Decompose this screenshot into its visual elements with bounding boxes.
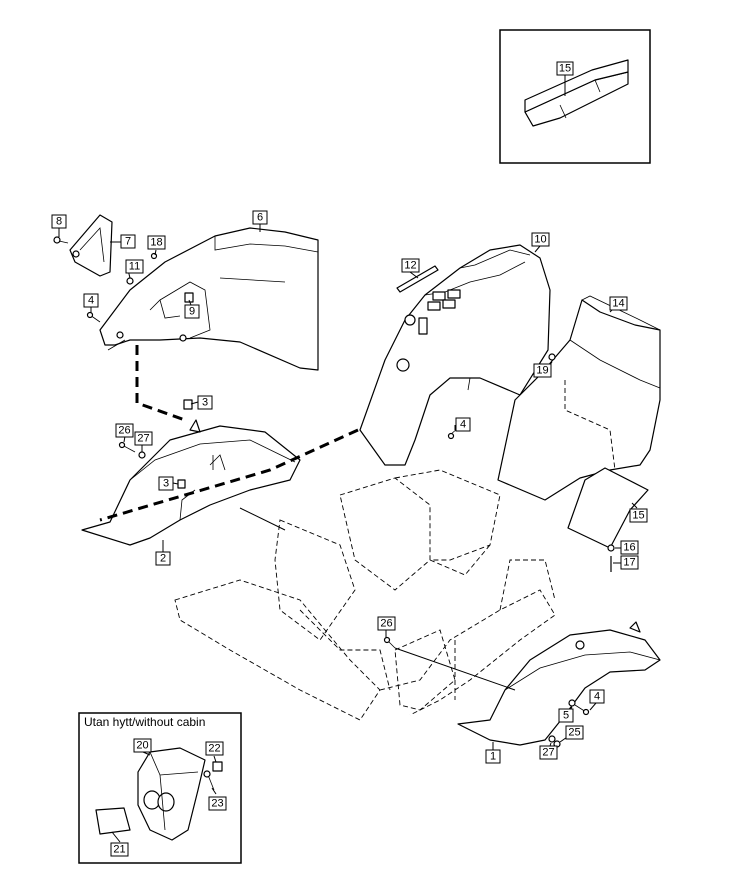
part-27-washer-b — [548, 735, 556, 743]
callout-26-lower: 26 — [377, 616, 396, 631]
callout-17: 17 — [620, 555, 639, 570]
part-27-washer-a — [138, 451, 146, 459]
svg-text:26: 26 — [118, 425, 130, 437]
callout-22: 22 — [205, 741, 224, 756]
callout-3-lower: 3 — [158, 476, 174, 491]
svg-text:27: 27 — [542, 747, 554, 759]
svg-text:9: 9 — [189, 306, 195, 318]
callout-6: 6 — [252, 210, 268, 225]
svg-text:3: 3 — [202, 397, 208, 409]
svg-text:16: 16 — [623, 542, 635, 554]
part-3-clip-a — [183, 399, 193, 410]
part-14-rear-fender-right — [497, 295, 661, 501]
svg-text:27: 27 — [137, 433, 149, 445]
svg-text:10: 10 — [534, 234, 546, 246]
callout-25: 25 — [565, 725, 584, 740]
inset-frame-without-cabin — [78, 712, 242, 864]
part-12-strip — [396, 265, 439, 293]
callout-4-lower-right: 4 — [589, 689, 605, 704]
svg-text:22: 22 — [208, 743, 220, 755]
svg-text:11: 11 — [129, 261, 140, 273]
callout-20: 20 — [133, 738, 152, 753]
callout-23: 23 — [208, 796, 227, 811]
part-15-flap — [567, 467, 649, 549]
callout-2: 2 — [155, 551, 171, 566]
part-8-bolt — [53, 236, 69, 244]
callout-1: 1 — [485, 749, 501, 764]
part-19-nut — [548, 353, 556, 361]
part-6-upper-fender — [99, 227, 319, 371]
callout-27-left: 27 — [134, 431, 153, 446]
part-1-front-fender — [457, 621, 661, 746]
part-10-console — [359, 244, 551, 466]
callout-8: 8 — [51, 214, 67, 229]
part-18-nut — [150, 252, 158, 260]
svg-text:2: 2 — [160, 553, 166, 565]
callout-4-upper-left: 4 — [83, 293, 99, 308]
callout-9: 9 — [184, 304, 200, 319]
svg-text:7: 7 — [125, 236, 131, 248]
svg-text:12: 12 — [404, 260, 416, 272]
callout-18: 18 — [147, 235, 166, 250]
callout-16: 16 — [620, 540, 639, 555]
callout-12: 12 — [401, 258, 420, 273]
svg-text:26: 26 — [380, 618, 392, 630]
svg-text:23: 23 — [211, 798, 223, 810]
part-26-bolt-b — [383, 636, 396, 649]
part-23-screw — [203, 770, 215, 791]
svg-text:15: 15 — [559, 63, 571, 75]
part-5-washer — [568, 699, 576, 707]
part-15-pad-drawing — [524, 59, 629, 127]
part-22-clip — [212, 761, 223, 772]
svg-text:21: 21 — [113, 844, 125, 856]
part-4-screw-c — [574, 704, 590, 716]
svg-text:1: 1 — [490, 751, 496, 763]
svg-text:25: 25 — [568, 727, 580, 739]
part-11-nut — [126, 277, 134, 285]
callout-11: 11 — [125, 259, 144, 274]
svg-text:5: 5 — [563, 710, 569, 722]
part-7-bracket — [69, 214, 113, 277]
callout-21: 21 — [110, 842, 129, 857]
svg-text:17: 17 — [623, 557, 635, 569]
callout-5: 5 — [558, 708, 574, 723]
svg-text:4: 4 — [594, 691, 600, 703]
svg-text:4: 4 — [88, 295, 94, 307]
svg-text:3: 3 — [163, 478, 169, 490]
callout-27-lower: 27 — [539, 745, 558, 760]
svg-text:19: 19 — [536, 365, 548, 377]
part-20-front-panel — [137, 747, 206, 841]
callout-7: 7 — [120, 234, 136, 249]
detail-frame-part-15 — [499, 29, 651, 164]
callout-19: 19 — [533, 363, 552, 378]
svg-text:15: 15 — [632, 510, 644, 522]
callout-15-flap: 15 — [629, 508, 648, 523]
svg-text:8: 8 — [56, 216, 62, 228]
callout-14: 14 — [609, 296, 628, 311]
assembly-line-b — [99, 428, 359, 522]
part-2-rear-fender-left — [81, 419, 301, 546]
inset-title: Utan hytt/without cabin — [84, 715, 205, 729]
part-9-clip — [184, 292, 194, 303]
chassis-frame — [174, 469, 556, 721]
callout-26-left: 26 — [115, 423, 134, 438]
svg-text:14: 14 — [612, 298, 624, 310]
svg-text:18: 18 — [150, 237, 162, 249]
part-16-washer — [607, 544, 615, 552]
callout-3-upper: 3 — [197, 395, 213, 410]
callout-15-detail: 15 — [556, 61, 574, 76]
callout-4-console: 4 — [455, 417, 471, 432]
svg-text:6: 6 — [257, 212, 263, 224]
svg-text:20: 20 — [136, 740, 148, 752]
callout-10: 10 — [531, 232, 550, 247]
svg-text:4: 4 — [460, 419, 466, 431]
part-21-pad — [95, 807, 131, 835]
part-3-clip-b — [177, 479, 186, 489]
part-26-bolt-a — [118, 441, 136, 453]
part-4-screw-a — [86, 311, 101, 323]
assembly-line-a — [135, 345, 186, 422]
